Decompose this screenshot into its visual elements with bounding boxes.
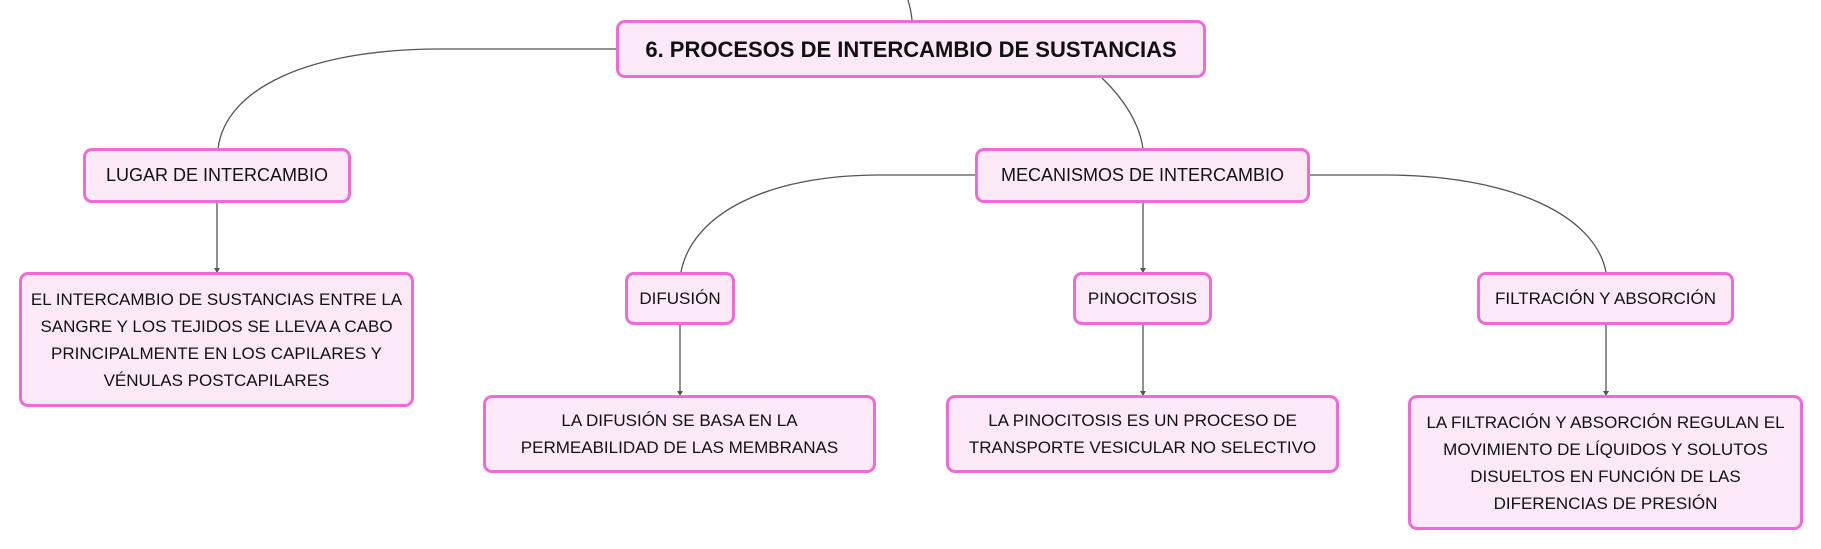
arrowhead-pinocitosis <box>1140 268 1146 273</box>
topic-pinocitosis[interactable]: PINOCITOSIS <box>1073 272 1212 325</box>
connector-root-to-lugar <box>217 48 617 150</box>
arrowhead-lugar-detail <box>214 268 220 273</box>
root-topic[interactable]: 6. PROCESOS DE INTERCAMBIO DE SUSTANCIAS <box>616 20 1206 78</box>
arrowhead-filtracion-detail <box>1603 391 1609 396</box>
topic-lugar-de-intercambio[interactable]: LUGAR DE INTERCAMBIO <box>83 148 351 203</box>
connector-mecanismos-to-difusion <box>680 174 976 273</box>
arrowhead-difusion-detail <box>677 391 683 396</box>
detail-pinocitosis[interactable]: LA PINOCITOSIS ES UN PROCESO DE TRANSPOR… <box>946 395 1339 473</box>
topic-filtracion-y-absorcion[interactable]: FILTRACIÓN Y ABSORCIÓN <box>1477 272 1734 325</box>
topic-filtracion-label: FILTRACIÓN Y ABSORCIÓN <box>1494 289 1717 308</box>
topic-difusion-label: DIFUSIÓN <box>639 289 721 308</box>
topic-pinocitosis-label: PINOCITOSIS <box>1087 289 1198 308</box>
detail-filtracion-text: LA FILTRACIÓN Y ABSORCIÓN REGULAN EL MOV… <box>1426 412 1785 513</box>
detail-lugar-text: EL INTERCAMBIO DE SUSTANCIAS ENTRE LA SA… <box>30 289 403 390</box>
connector-parent-to-root <box>907 0 913 21</box>
connector-mecanismos-to-filtracion <box>1310 174 1607 273</box>
root-topic-label: 6. PROCESOS DE INTERCAMBIO DE SUSTANCIAS <box>645 36 1177 62</box>
topic-mecanismos-de-intercambio[interactable]: MECANISMOS DE INTERCAMBIO <box>975 148 1310 203</box>
detail-filtracion[interactable]: LA FILTRACIÓN Y ABSORCIÓN REGULAN EL MOV… <box>1408 395 1803 530</box>
detail-lugar[interactable]: EL INTERCAMBIO DE SUSTANCIAS ENTRE LA SA… <box>19 272 414 407</box>
topic-difusion[interactable]: DIFUSIÓN <box>625 272 735 325</box>
detail-difusion[interactable]: LA DIFUSIÓN SE BASA EN LA PERMEABILIDAD … <box>483 395 876 473</box>
connector-root-to-mecanismos <box>1101 77 1144 150</box>
detail-pinocitosis-text: LA PINOCITOSIS ES UN PROCESO DE TRANSPOR… <box>968 411 1317 457</box>
detail-difusion-text: LA DIFUSIÓN SE BASA EN LA PERMEABILIDAD … <box>520 411 839 457</box>
topic-lugar-label: LUGAR DE INTERCAMBIO <box>105 165 329 185</box>
topic-mecanismos-label: MECANISMOS DE INTERCAMBIO <box>1000 165 1285 185</box>
arrowhead-pinocitosis-detail <box>1140 391 1146 396</box>
